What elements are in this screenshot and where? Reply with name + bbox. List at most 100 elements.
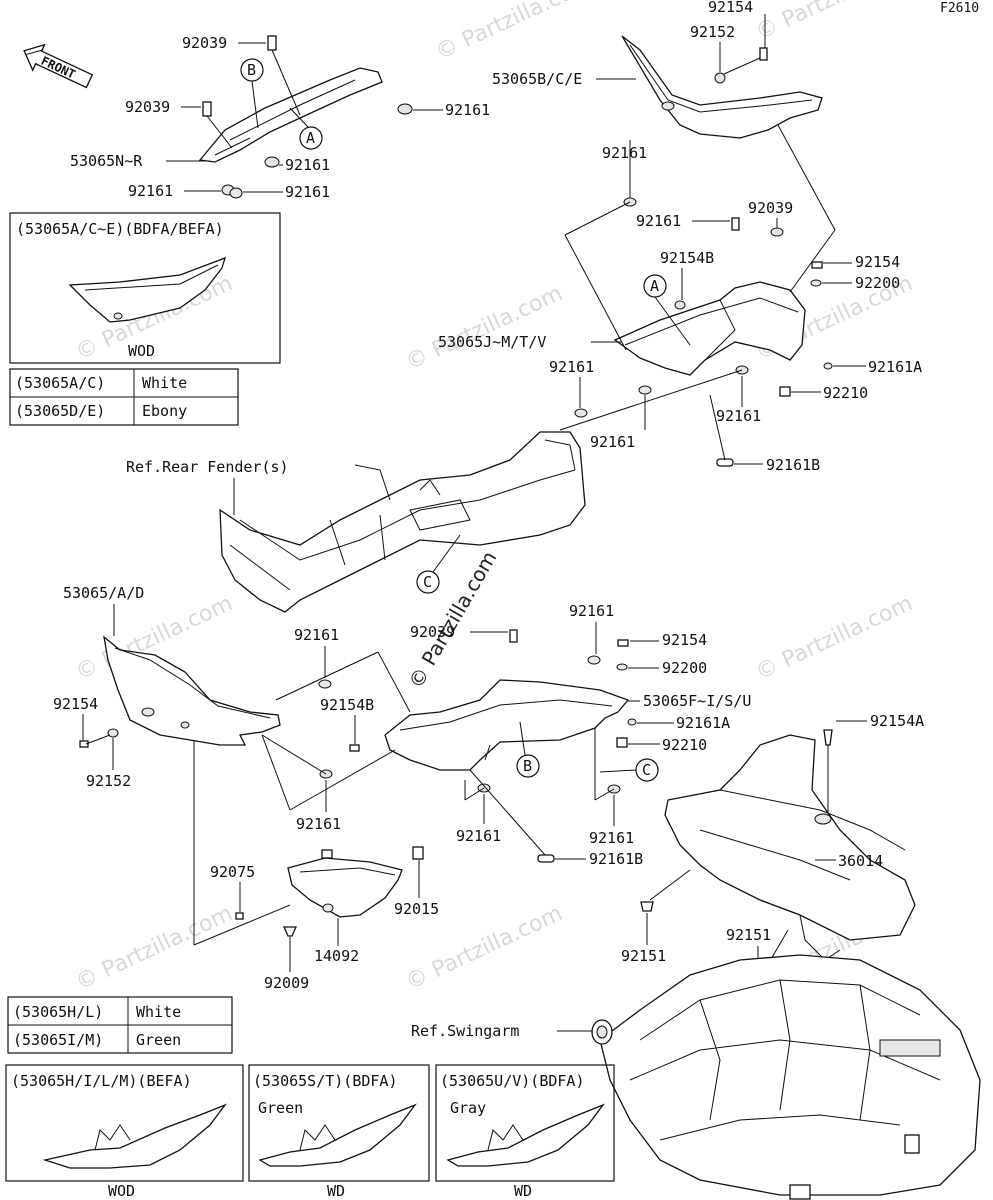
callout-92161: 92161 (285, 183, 330, 201)
callout-92161: 92161 (569, 602, 614, 620)
watermark-center: © Partzilla.com (404, 547, 502, 693)
color-table-color: Green (136, 1031, 181, 1049)
callout-92154b: 92154B (660, 249, 714, 267)
callout-92075: 92075 (210, 863, 255, 881)
marker-a (299, 126, 323, 150)
part-swingarm (591, 954, 981, 1200)
color-table-parts: (53065A/C) (15, 374, 105, 392)
color-table-bottom: (53065H/L) White (53065I/M) Green (7, 996, 233, 1054)
callout-53065b-c-e: 53065B/C/E (492, 70, 582, 88)
color-table-color: Ebony (142, 402, 187, 420)
callout-53065j-m-t-v: 53065J~M/T/V (438, 333, 546, 351)
callout-92151: 92151 (726, 926, 771, 944)
callout-36014: 36014 (838, 852, 883, 870)
callout-53065f-i-s-u: 53065F~I/S/U (643, 692, 751, 710)
callout-92210: 92210 (823, 384, 868, 402)
callout-92154: 92154 (662, 631, 707, 649)
callout-swingarm-ref: Ref.Swingarm (411, 1022, 519, 1040)
front-arrow-icon: FRONT (23, 43, 94, 89)
callout-92039: 92039 (410, 623, 455, 641)
variant-box-title: (53065H/I/L/M)(BEFA) (11, 1072, 192, 1090)
callout-92161b: 92161B (766, 456, 820, 474)
front-label: FRONT (39, 54, 78, 82)
marker-c-label: C (642, 761, 651, 779)
callout-92154a: 92154A (870, 712, 924, 730)
callout-92039: 92161 (636, 212, 681, 230)
callout-92154: 92154 (53, 695, 98, 713)
callout-92154: 92154 (708, 0, 753, 16)
callout-92039: 92039 (182, 34, 227, 52)
watermark: © Partzilla.com (752, 591, 916, 685)
marker-c (416, 570, 440, 594)
callout-92161: 92161 (716, 407, 761, 425)
callout-92161: 92161 (285, 156, 330, 174)
marker-a-label: A (650, 277, 659, 295)
watermark: © Partzilla.com (752, 0, 916, 45)
variant-box-caption: WD (514, 1182, 532, 1200)
color-table-color: White (136, 1003, 181, 1021)
callout-53065n-r: 53065N~R (70, 152, 143, 170)
watermark: © Partzilla.com (72, 901, 236, 995)
variant-box-bottom-2: (53065S/T)(BDFA) Green WD (248, 1064, 430, 1200)
callout-92009: 92009 (264, 974, 309, 992)
marker-b-label: B (523, 757, 532, 775)
marker-b-label: B (247, 61, 256, 79)
variant-box-title: (53065U/V)(BDFA) (440, 1072, 585, 1090)
part-inner-fender (640, 729, 916, 988)
color-table-parts: (53065I/M) (13, 1031, 103, 1049)
callout-92161: 92161 (128, 182, 173, 200)
callout-92200: 92200 (662, 659, 707, 677)
variant-box-color: Gray (450, 1099, 486, 1117)
callout-92210: 92210 (662, 736, 707, 754)
marker-a-label: A (306, 129, 315, 147)
color-table-top: (53065A/C) White (53065D/E) Ebony (9, 368, 239, 426)
variant-box-color: Green (258, 1099, 303, 1117)
part-rear-fender (219, 431, 586, 613)
callout-92200: 92200 (855, 274, 900, 292)
callout-92154b: 92154B (320, 696, 374, 714)
variant-box-caption: WOD (108, 1182, 135, 1200)
callout-92161: 92039 (748, 199, 793, 217)
callout-92161: 92161 (602, 144, 647, 162)
callout-14092: 14092 (314, 947, 359, 965)
watermark: © Partzilla.com (432, 0, 596, 65)
variant-box-title: (53065S/T)(BDFA) (253, 1072, 398, 1090)
callout-92015: 92015 (394, 900, 439, 918)
part-inner-cover (574, 197, 833, 467)
part-upper-side-cover (621, 35, 823, 139)
callout-92161a: 92161A (868, 358, 922, 376)
callout-92152: 92152 (86, 772, 131, 790)
callout-92161: 92161 (589, 829, 634, 847)
color-table-parts: (53065D/E) (15, 402, 105, 420)
variant-box-bottom-1: (53065H/I/L/M)(BEFA) WOD (5, 1064, 244, 1200)
marker-b (516, 754, 540, 778)
callout-92161b: 92161B (589, 850, 643, 868)
callout-92161: 92161 (445, 101, 490, 119)
variant-box-caption: WOD (128, 342, 155, 360)
callout-92161: 92161 (549, 358, 594, 376)
part-tail-cowl-center (198, 35, 413, 199)
callout-92161: 92161 (590, 433, 635, 451)
callout-92151: 92151 (621, 947, 666, 965)
callout-92161: 92161 (456, 827, 501, 845)
variant-box-bottom-3: (53065U/V)(BDFA) Gray WD (435, 1064, 615, 1200)
callout-92039: 92039 (125, 98, 170, 116)
callout-92161: 92161 (294, 626, 339, 644)
color-table-parts: (53065H/L) (13, 1003, 103, 1021)
variant-box-top: (53065A/C~E)(BDFA/BEFA) WOD (9, 212, 281, 364)
marker-c-label: C (423, 573, 432, 591)
figure-code: F2610 (940, 1, 979, 16)
callout-rear-fender-ref: Ref.Rear Fender(s) (126, 458, 289, 476)
callout-92161a: 92161A (676, 714, 730, 732)
callout-53065-a-d: 53065/A/D (63, 584, 144, 602)
color-table-color: White (142, 374, 187, 392)
variant-box-caption: WD (327, 1182, 345, 1200)
watermark: © Partzilla.com (402, 281, 566, 375)
variant-box-title: (53065A/C~E)(BDFA/BEFA) (16, 220, 224, 238)
callout-92161: 92161 (296, 815, 341, 833)
part-lower-side-cover (79, 635, 281, 748)
callout-92154: 92154 (855, 253, 900, 271)
callout-92152: 92152 (690, 23, 735, 41)
